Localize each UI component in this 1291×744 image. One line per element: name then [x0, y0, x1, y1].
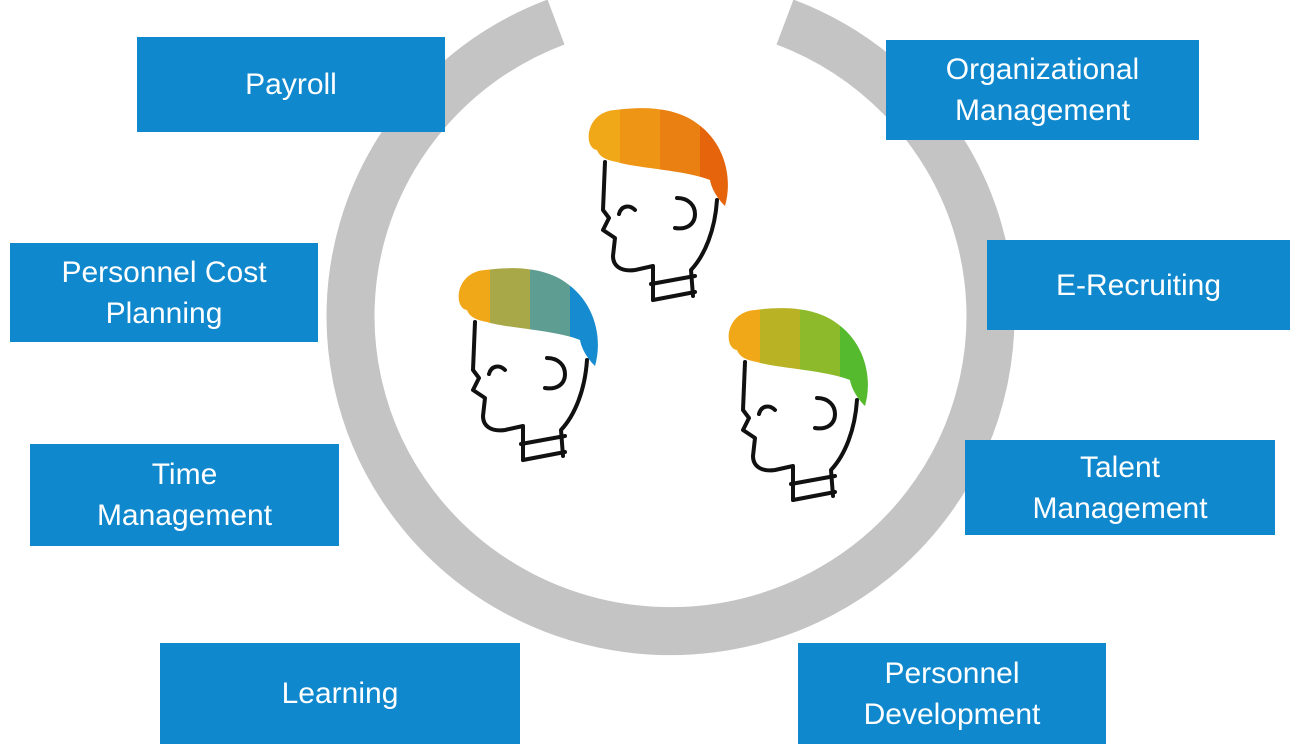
- hair-band: [760, 308, 800, 406]
- ring-arc: [326, 0, 1015, 656]
- module-label: Learning: [281, 677, 399, 710]
- blue-hair-head-icon: [458, 268, 598, 462]
- module-e-recruiting: E-Recruiting: [987, 240, 1290, 330]
- hair-band: [458, 268, 490, 366]
- hair-band: [490, 268, 530, 366]
- module-label: Talent Management: [1032, 450, 1208, 525]
- hair-band: [530, 268, 570, 366]
- hair-band: [840, 308, 868, 406]
- green-hair-head-icon: [728, 308, 868, 502]
- module-label: Payroll: [245, 68, 337, 101]
- hair-band: [660, 108, 700, 206]
- hair-band: [620, 108, 660, 206]
- hair-band: [800, 308, 840, 406]
- module-label: Personnel Development: [863, 656, 1041, 731]
- module-personnel-cost-planning: Personnel Cost Planning: [10, 243, 318, 342]
- module-label: Time Management: [96, 458, 273, 532]
- module-personnel-development: Personnel Development: [798, 643, 1106, 744]
- module-label: Personnel Cost Planning: [61, 255, 267, 330]
- hair-band: [570, 268, 598, 366]
- module-label: E-Recruiting: [1055, 268, 1222, 302]
- orange-hair-head-icon: [588, 108, 728, 302]
- module-time-management: Time Management: [30, 444, 339, 546]
- hair-band: [588, 108, 620, 206]
- module-label: Organizational Management: [945, 53, 1140, 127]
- module-talent-management: Talent Management: [965, 440, 1275, 535]
- hair-band: [700, 108, 728, 206]
- module-payroll: Payroll: [137, 37, 445, 132]
- module-learning: Learning: [160, 643, 520, 744]
- hair-band: [728, 308, 760, 406]
- module-organizational-management: Organizational Management: [886, 40, 1199, 140]
